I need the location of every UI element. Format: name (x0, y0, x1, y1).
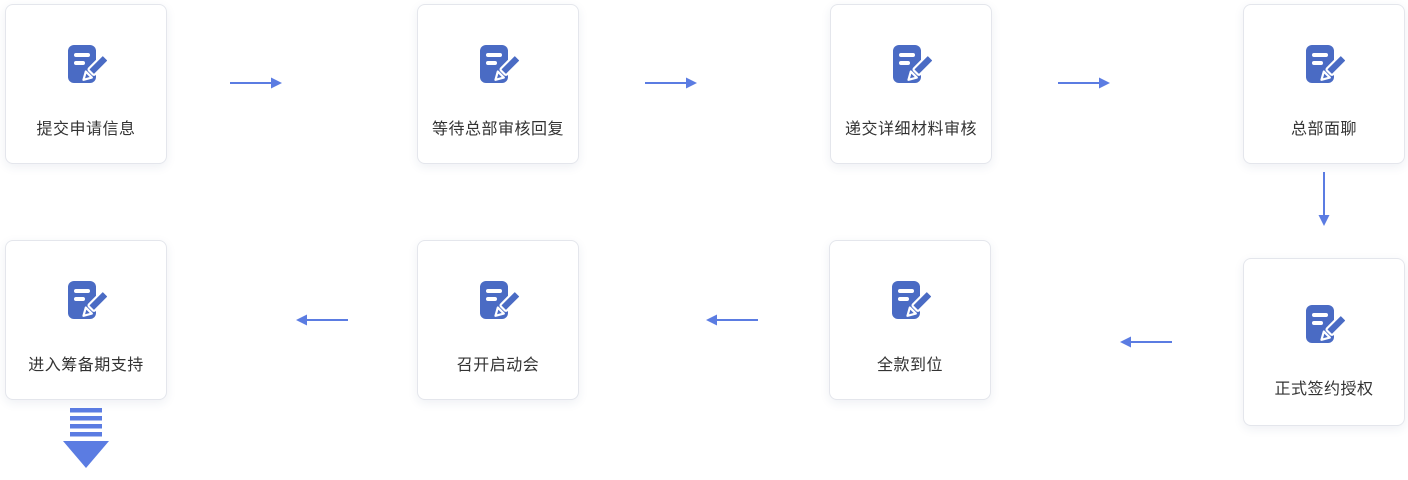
arrow-left-icon (706, 314, 758, 326)
flow-step-label: 进入筹备期支持 (28, 357, 144, 374)
arrow-right-icon (230, 77, 282, 89)
flow-step-label: 正式签约授权 (1274, 381, 1374, 398)
flow-step-card-5: 正式签约授权 (1243, 258, 1405, 426)
document-edit-icon (62, 277, 110, 325)
document-edit-icon (1300, 301, 1348, 349)
document-edit-icon (886, 277, 934, 325)
flow-step-card-8: 进入筹备期支持 (5, 240, 167, 400)
arrow-left-icon (296, 314, 348, 326)
arrow-down-icon (1318, 172, 1330, 226)
flow-step-label: 总部面聊 (1290, 121, 1357, 138)
flow-step-card-7: 召开启动会 (417, 240, 579, 400)
flow-step-label: 递交详细材料审核 (844, 121, 977, 138)
flow-step-label: 提交申请信息 (36, 121, 136, 138)
flow-continuation-arrow-icon (63, 408, 109, 472)
flow-step-label: 全款到位 (876, 357, 943, 374)
arrow-right-icon (1058, 77, 1110, 89)
flow-step-card-3: 递交详细材料审核 (830, 4, 992, 164)
flow-step-card-2: 等待总部审核回复 (417, 4, 579, 164)
document-edit-icon (474, 277, 522, 325)
document-edit-icon (887, 41, 935, 89)
flow-step-card-1: 提交申请信息 (5, 4, 167, 164)
document-edit-icon (474, 41, 522, 89)
arrow-left-icon (1120, 336, 1172, 348)
flow-step-card-4: 总部面聊 (1243, 4, 1405, 164)
flow-step-label: 等待总部审核回复 (431, 121, 564, 138)
flow-step-label: 召开启动会 (456, 357, 540, 374)
document-edit-icon (62, 41, 110, 89)
arrow-right-icon (645, 77, 697, 89)
document-edit-icon (1300, 41, 1348, 89)
flow-step-card-6: 全款到位 (829, 240, 991, 400)
